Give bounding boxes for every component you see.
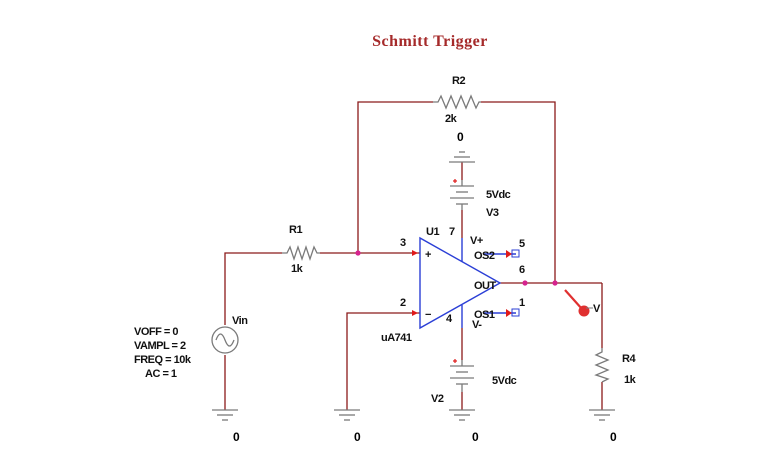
resistor-r4[interactable]: R4 1k: [594, 348, 637, 386]
opamp-ref: U1: [426, 226, 439, 238]
ground-r4: 0: [589, 409, 617, 444]
pin-os1-number: 1: [519, 297, 525, 309]
pin-in-minus-number: 2: [400, 297, 406, 309]
pin-out-label: OUT: [474, 280, 497, 292]
pin-os2-number: 5: [519, 238, 525, 250]
ground-label-minus: 0: [354, 430, 361, 444]
pin-os1-label: OS1: [474, 309, 495, 321]
r4-value: 1k: [624, 374, 637, 386]
pin-vneg-number: 4: [446, 313, 453, 325]
node-dots: [355, 250, 558, 286]
r1-name: R1: [289, 224, 302, 236]
v2-name: V2: [431, 393, 444, 405]
battery-v2[interactable]: 5Vdc V2: [431, 359, 517, 405]
probe-stem: [564, 289, 583, 310]
wire-feedback-left: [357, 101, 433, 253]
pin-vneg-label: V-: [472, 319, 482, 331]
pin-out-number: 6: [519, 264, 525, 276]
battery-v3[interactable]: 5Vdc V3: [450, 179, 511, 219]
ground-v2: 0: [449, 409, 479, 444]
r2-name: R2: [452, 75, 465, 87]
pin-vpos-label: V+: [470, 235, 483, 247]
vin-param-ac: AC = 1: [145, 368, 177, 380]
node-dot-plus: [355, 250, 361, 256]
r2-value: 2k: [445, 113, 458, 125]
pin-os2-label: OS2: [474, 250, 495, 262]
v2-value: 5Vdc: [492, 375, 517, 387]
wire-feedback-right: [481, 101, 556, 283]
probe-tip-icon: [578, 305, 590, 317]
opamp-plus-sign: +: [425, 249, 431, 261]
ground-label-vin: 0: [233, 430, 240, 444]
voltage-probe[interactable]: V: [564, 289, 602, 317]
v3-name: V3: [486, 207, 499, 219]
ground-label-v2: 0: [472, 430, 479, 444]
node-dot-output: [552, 280, 558, 286]
r1-value: 1k: [291, 263, 304, 275]
node-dot-pin6: [522, 280, 528, 286]
source-vin[interactable]: Vin VOFF = 0 VAMPL = 2 FREQ = 10k AC = 1: [134, 315, 249, 380]
pin-vpos-number: 7: [449, 226, 455, 238]
ground-vin: 0: [212, 409, 240, 444]
ground-label-v3: 0: [457, 130, 464, 144]
ground-minus: 0: [334, 409, 361, 444]
wire-vin-to-r1: [224, 252, 282, 325]
r4-name: R4: [622, 353, 636, 365]
resistor-r1[interactable]: R1 1k: [282, 224, 320, 275]
wires: [224, 101, 603, 410]
wire-minus-ground: [346, 312, 420, 410]
vin-param-voff: VOFF = 0: [134, 326, 178, 338]
pin-in-plus-number: 3: [400, 237, 406, 249]
vin-param-freq: FREQ = 10k: [134, 354, 192, 366]
v3-value: 5Vdc: [486, 189, 511, 201]
vin-param-vampl: VAMPL = 2: [134, 340, 186, 352]
opamp-minus-sign: −: [425, 309, 431, 321]
opamp-u1[interactable]: + − U1 uA741 3 2 7 4 6 5 1 V+ V- OUT OS2…: [381, 226, 526, 344]
opamp-part: uA741: [381, 332, 412, 344]
page-title: Schmitt Trigger: [372, 33, 488, 50]
probe-label: V: [593, 303, 601, 315]
ground-label-r4: 0: [610, 430, 617, 444]
ground-v3: 0: [449, 130, 475, 163]
resistor-r2[interactable]: R2 2k: [433, 75, 481, 125]
vin-name: Vin: [232, 315, 248, 327]
